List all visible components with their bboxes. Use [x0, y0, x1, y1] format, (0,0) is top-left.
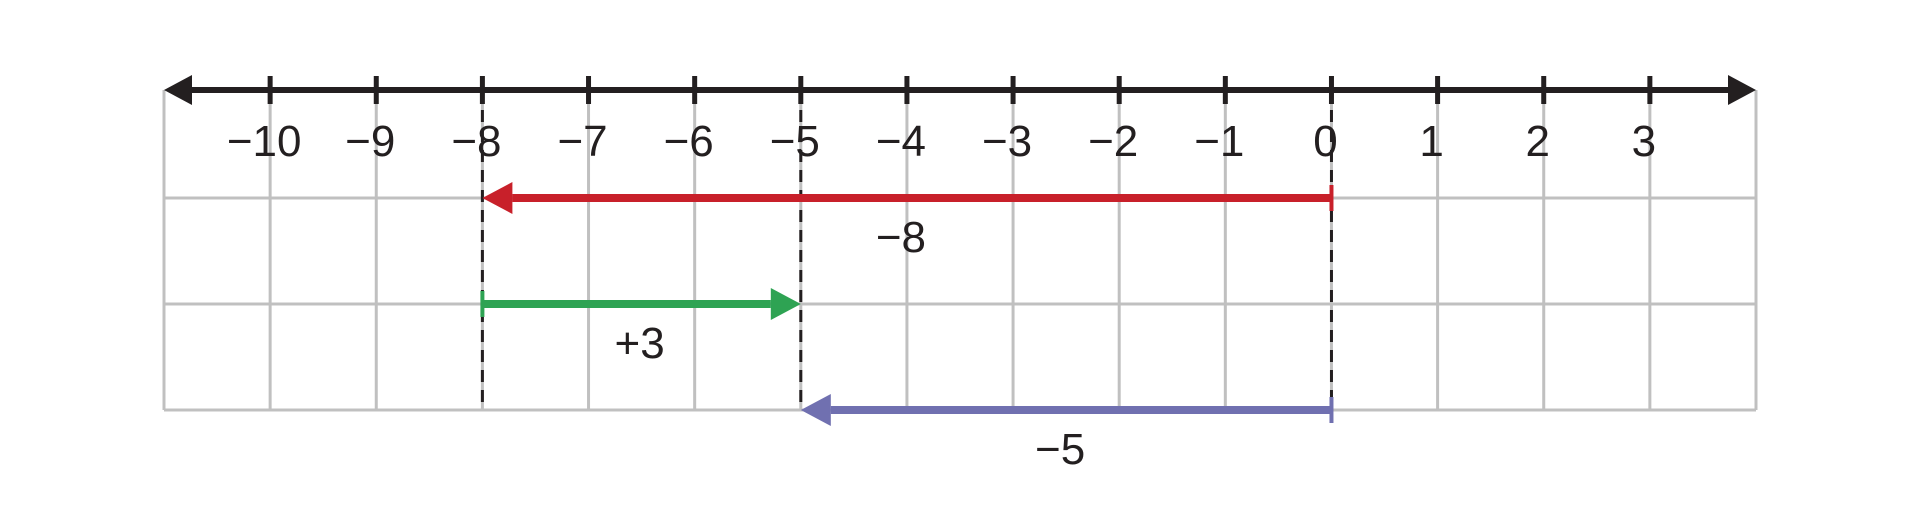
tick-label: 2 — [1525, 117, 1549, 166]
tick-label: −8 — [451, 117, 501, 166]
grid — [162, 90, 1758, 412]
arrow-label: −8 — [876, 213, 926, 262]
tick-label: −3 — [982, 117, 1032, 166]
number-line-axis — [164, 75, 1756, 105]
tick-label: 1 — [1419, 117, 1443, 166]
tick-label: −2 — [1088, 117, 1138, 166]
move-arrows: −8 +3 −5 — [480, 182, 1334, 474]
arrow-label: −5 — [1035, 425, 1085, 474]
move-arrow: −8 — [482, 182, 1334, 262]
axis-right-arrowhead — [1728, 75, 1756, 105]
tick-label: −6 — [664, 117, 714, 166]
move-arrow: +3 — [480, 288, 801, 368]
tick-label: −9 — [345, 117, 395, 166]
arrow-head — [770, 288, 801, 320]
dashed-guides — [480, 90, 1333, 410]
arrow-label: +3 — [615, 319, 665, 368]
arrow-head — [800, 394, 831, 426]
tick-label: −4 — [876, 117, 926, 166]
tick-label: −1 — [1194, 117, 1244, 166]
tick-label: −7 — [557, 117, 607, 166]
tick-label: 0 — [1313, 117, 1337, 166]
move-arrow: −5 — [800, 394, 1334, 474]
tick-label: −10 — [227, 117, 302, 166]
axis-left-arrowhead — [164, 75, 192, 105]
tick-label: −5 — [770, 117, 820, 166]
tick-label: 3 — [1632, 117, 1656, 166]
arrow-head — [482, 182, 513, 214]
